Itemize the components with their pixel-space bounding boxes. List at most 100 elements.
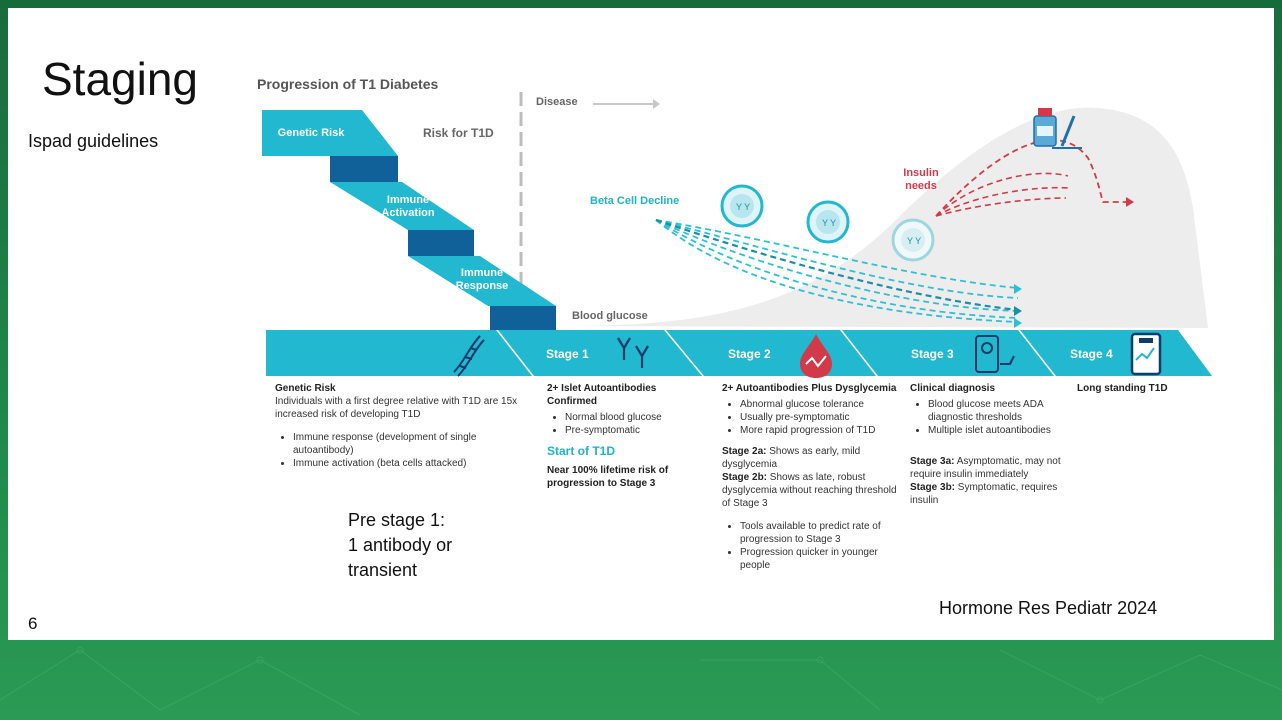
glucose-monitor-icon [975,335,1015,373]
progression-diagram: Y Y Y Y Y Y [262,92,1212,378]
step-label-immune-response: Immune Response [444,267,520,293]
stage-2-column: 2+ Autoantibodies Plus Dysglycemia Abnor… [722,382,902,572]
beta-arrowhead-1 [1014,284,1022,294]
stage3a-desc: Asymptomatic, may not require insulin im… [910,456,1061,480]
note-line-3: transient [348,560,418,580]
stage2-tool-bullet: Progression quicker in younger people [740,546,902,572]
stage2-bullets: Abnormal glucose tolerance Usually pre-s… [722,398,902,437]
insulin-needs-line2: needs [905,180,937,192]
immune-activation-line1: Immune [386,194,430,206]
citation: Hormone Res Pediatr 2024 [939,598,1158,618]
stage1-footer: Near 100% lifetime risk of progression t… [547,465,669,489]
stage1-heading: 2+ Islet Autoantibodies Confirmed [547,383,657,407]
pre-stage-note: Pre stage 1: 1 antibody or transient [348,508,548,583]
tablet-device-icon [1130,332,1162,376]
stage2-bullet: Usually pre-symptomatic [740,411,902,424]
slide-subtitle: Ispad guidelines [28,131,159,151]
stage2-bullet: Abnormal glucose tolerance [740,398,902,411]
beta-cell-1: Y Y [720,184,764,228]
stage1-bullets: Normal blood glucose Pre-symptomatic [547,411,702,437]
top-accent-bar [0,0,1282,8]
risk-for-t1d-label: Risk for T1D [423,126,494,140]
stage-2-label: Stage 2 [728,347,771,361]
insulin-needs-lines [935,172,1069,217]
stage2-bullet: More rapid progression of T1D [740,424,902,437]
background-pattern [0,646,1282,716]
stage1-bullet: Normal blood glucose [565,411,702,424]
stage3-heading: Clinical diagnosis [910,383,996,394]
stage2b-desc: Shows as late, robust dysglycemia withou… [722,472,897,509]
disease-arrowhead [653,99,660,109]
step-genetic-risk [262,110,398,156]
stage4-heading: Long standing T1D [1077,383,1168,394]
insulin-main-curve [935,139,1128,217]
stage3b-desc: Symptomatic, requires insulin [910,482,1058,506]
beta-cell-decline-lines [655,219,1019,323]
step-immune-activation [330,182,474,230]
stage2b-text: Stage 2b: Shows as late, robust dysglyce… [722,471,902,510]
stage-4-label: Stage 4 [1070,347,1113,361]
svg-text:Y Y: Y Y [822,218,836,228]
band-genetic [266,330,532,376]
stage3a-text: Stage 3a: Asymptomatic, may not require … [910,455,1068,481]
step-immune-response [408,256,556,306]
start-of-t1d-label: Start of T1D [547,444,616,458]
step-label-genetic-risk: Genetic Risk [277,127,345,139]
immune-activation-line2: Activation [381,207,435,219]
stage2a-text: Stage 2a: Shows as early, mild dysglycem… [722,445,902,471]
disease-label: Disease [536,96,578,108]
band-stage2 [666,330,876,376]
slide: Staging Ispad guidelines [8,8,1274,640]
stage1-bullet: Pre-symptomatic [565,424,702,437]
svg-text:Y Y: Y Y [907,236,921,246]
blood-drop-icon [800,334,832,378]
stage-1-column: 2+ Islet Autoantibodies Confirmed Normal… [547,382,702,490]
stage3-bullet: Multiple islet autoantibodies [928,424,1068,437]
insulin-needs-line1: Insulin [903,167,939,179]
stage2-tool-bullet: Tools available to predict rate of progr… [740,520,902,546]
beta-arrowhead-2 [1014,306,1022,316]
stage-4-column: Long standing T1D [1077,382,1227,395]
insulin-arrowhead [1126,197,1134,207]
stage3a-label: Stage 3a: [910,456,955,467]
antibody-icon [617,337,649,368]
stage-3-label: Stage 3 [911,347,954,361]
slide-title: Staging [42,53,199,105]
genetic-bullets: Immune response (development of single a… [275,431,525,470]
genetic-text: Individuals with a first degree relative… [275,396,518,420]
page-number: 6 [28,614,38,633]
stage3b-text: Stage 3b: Symptomatic, requires insulin [910,481,1068,507]
stage-1-label: Stage 1 [546,347,589,361]
insulin-vial-icon [1033,108,1082,149]
immune-response-line1: Immune [460,267,504,279]
genetic-bullet: Immune activation (beta cells attacked) [293,457,525,470]
beta-cell-3: Y Y [891,218,935,262]
stage2a-label: Stage 2a: [722,446,767,457]
stage3-bullet: Blood glucose meets ADA diagnostic thres… [928,398,1068,424]
stage3b-label: Stage 3b: [910,482,956,493]
figure-title: Progression of T1 Diabetes [257,76,439,92]
genetic-heading: Genetic Risk [275,383,336,394]
immune-response-line2: Response [455,280,509,292]
disease-curve-area [564,107,1208,328]
stage2b-label: Stage 2b: [722,472,768,483]
stage2-tools-bullets: Tools available to predict rate of progr… [722,520,902,572]
genetic-risk-column: Genetic Risk Individuals with a first de… [275,382,525,470]
insulin-needs-label: Insulin needs [896,167,946,193]
step-label-immune-activation: Immune Activation [368,194,448,220]
beta-cell-2: Y Y [806,200,850,244]
svg-text:Y Y: Y Y [736,202,750,212]
genetic-bullet: Immune response (development of single a… [293,431,525,457]
dna-icon [453,335,485,377]
stage2a-desc: Shows as early, mild dysglycemia [722,446,861,470]
beta-cell-decline-label: Beta Cell Decline [590,195,680,207]
band-stage4 [1020,330,1212,376]
beta-arrowhead-3 [1014,318,1022,328]
step-riser-3 [490,306,556,330]
stage3-bullets: Blood glucose meets ADA diagnostic thres… [910,398,1068,437]
band-stage1 [498,330,702,376]
note-line-2: 1 antibody or [348,535,453,555]
blood-glucose-label: Blood glucose [572,310,648,322]
note-line-1: Pre stage 1: [348,510,446,530]
stage-3-column: Clinical diagnosis Blood glucose meets A… [910,382,1068,507]
